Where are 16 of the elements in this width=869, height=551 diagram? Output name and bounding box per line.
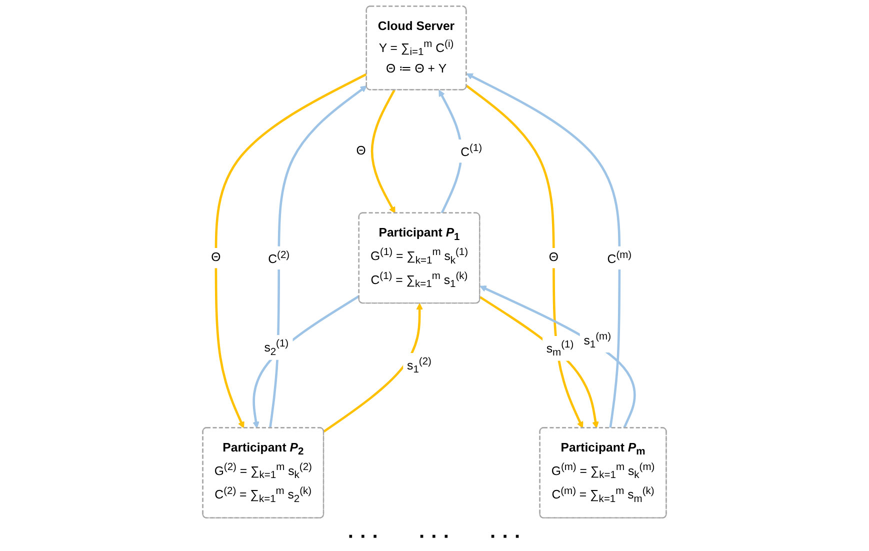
arrow bbox=[466, 73, 621, 428]
edge-label: Θ bbox=[356, 144, 366, 158]
ellipsis-label: · · · bbox=[490, 526, 522, 549]
arrow bbox=[370, 90, 396, 214]
arrow bbox=[252, 295, 360, 428]
edge-label: C$^{(m)}$ bbox=[607, 248, 632, 266]
edge-label: C$^{(1)}$ bbox=[460, 142, 482, 159]
edge-label: Θ bbox=[211, 251, 221, 264]
arrow bbox=[480, 286, 636, 428]
arrow bbox=[479, 296, 599, 428]
edge-label: C$^{(2)}$ bbox=[268, 248, 290, 266]
ellipsis-label: · · · bbox=[418, 526, 450, 549]
arrow bbox=[466, 84, 584, 428]
arrow bbox=[323, 303, 423, 433]
edge-label: Θ bbox=[548, 251, 558, 264]
ellipsis-label: · · · bbox=[348, 526, 379, 549]
